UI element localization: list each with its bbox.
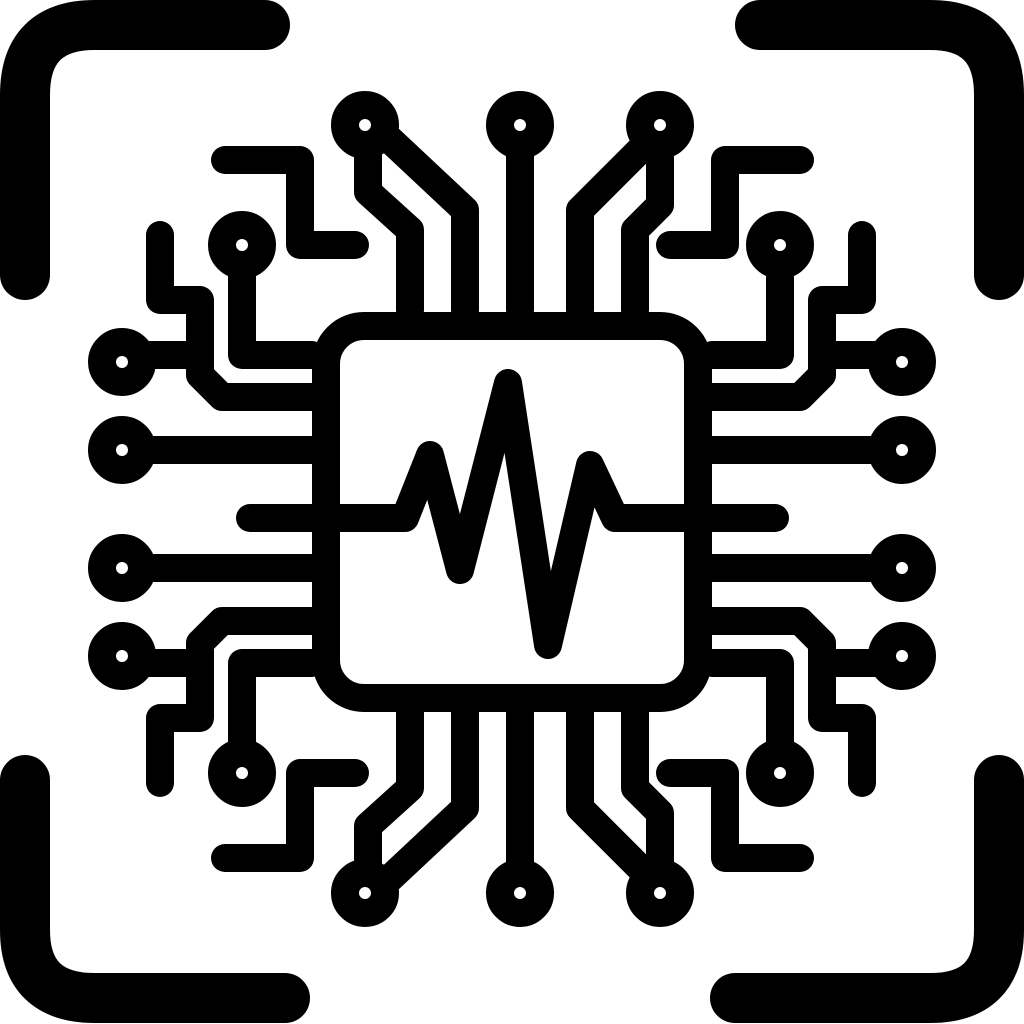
- node-circle: [868, 416, 936, 484]
- node-circle: [868, 328, 936, 396]
- node-circle: [746, 211, 814, 279]
- trace: [566, 126, 664, 324]
- trace: [211, 146, 369, 259]
- trace: [698, 221, 876, 411]
- circuit-traces-bottom: [102, 548, 922, 913]
- node-circle: [88, 328, 156, 396]
- corner-bottom-right: [710, 755, 1024, 1023]
- corner-top-left: [0, 0, 290, 300]
- trace: [146, 221, 326, 411]
- trace: [228, 246, 326, 369]
- trace: [656, 146, 814, 259]
- node-circle: [486, 91, 554, 159]
- trace: [698, 246, 794, 369]
- node-circle: [208, 211, 276, 279]
- trace: [621, 136, 674, 324]
- corner-bottom-left: [0, 755, 310, 1023]
- corner-top-right: [735, 0, 1024, 300]
- node-circle: [626, 91, 694, 159]
- circuit-traces-top: [88, 91, 936, 484]
- trace: [354, 136, 424, 324]
- node-circle: [88, 416, 156, 484]
- trace: [371, 121, 479, 324]
- pulse-line: [236, 369, 789, 659]
- node-circle: [331, 91, 399, 159]
